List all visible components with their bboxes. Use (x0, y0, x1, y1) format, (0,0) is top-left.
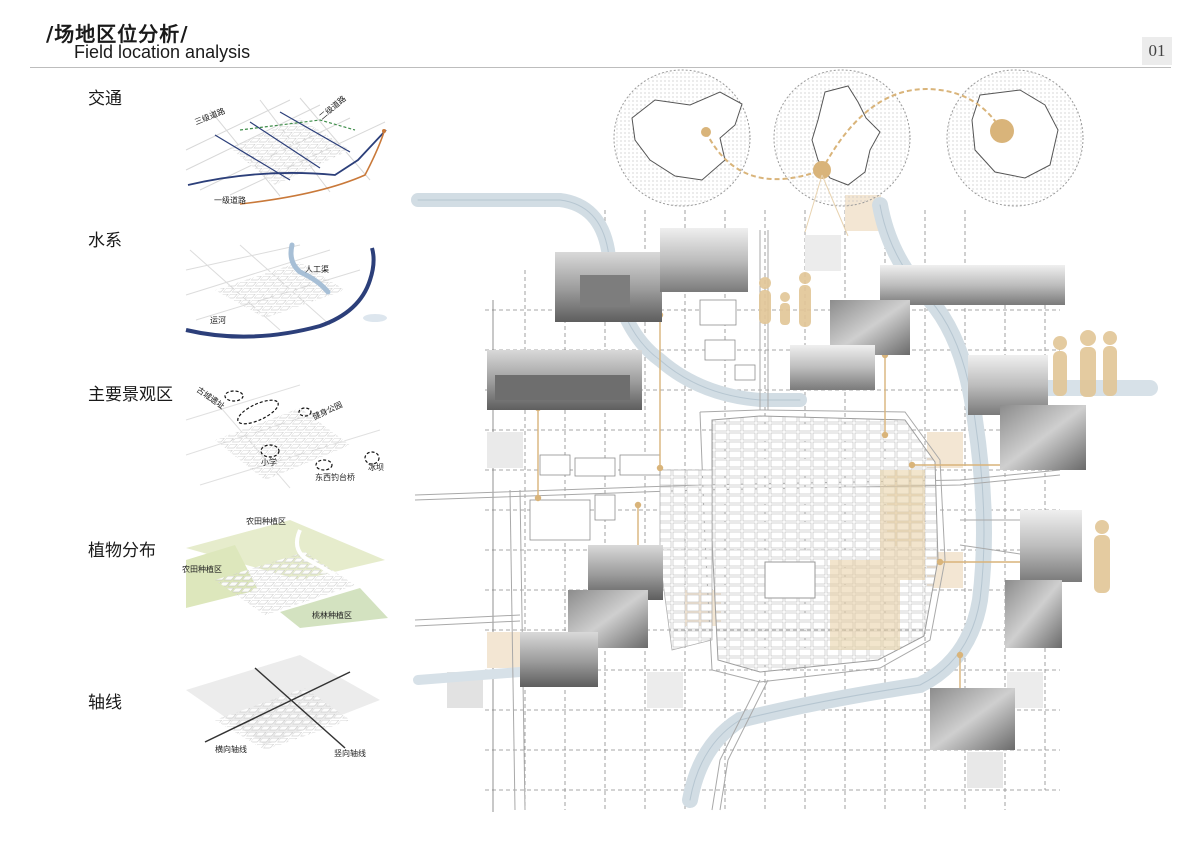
label-peach-grove: 桃林种植区 (312, 610, 352, 620)
label-bridge: 东西钓台桥 (315, 472, 355, 482)
header-divider (30, 67, 1171, 68)
label-artificial-canal: 人工渠 (305, 264, 329, 274)
silhouette-group-east (1053, 330, 1117, 397)
photo-canal-edge (930, 688, 1015, 750)
axis-diagram: 横向轴线 竖向轴线 (186, 655, 380, 758)
page-number: 01 (1142, 37, 1172, 65)
label-ice-dam: 冰坝 (368, 462, 384, 472)
locator-projection (804, 174, 849, 237)
photo-riverbank-path (1005, 580, 1062, 648)
water-diagram: 人工渠 运河 (185, 242, 387, 339)
locator-country (613, 69, 751, 207)
vegetation-diagram: 农田种植区 农田种植区 桃林种植区 (182, 516, 388, 628)
silhouette-elder (1094, 520, 1110, 593)
people-silhouettes (759, 272, 1117, 593)
label-canal: 运河 (210, 315, 226, 325)
axis-heading: 轴线 (88, 693, 122, 713)
photo-bridge (1000, 405, 1086, 470)
page-title: /场地区位分析/ (46, 22, 189, 46)
locator-link-path (705, 88, 1003, 181)
photo-waste-ground (520, 632, 598, 687)
photo-pipes (790, 345, 875, 390)
vegetation-heading: 植物分布 (88, 541, 156, 561)
regional-locator (613, 69, 1084, 237)
locator-county (946, 69, 1084, 207)
traffic-heading: 交通 (88, 89, 122, 109)
water-heading: 水系 (88, 231, 122, 251)
photo-tree-lane (1020, 510, 1082, 582)
photo-bare-trees (660, 228, 748, 292)
label-vertical-axis: 竖向轴线 (334, 748, 366, 758)
northwest-buildings (529, 299, 756, 541)
label-farmland-west: 农田种植区 (182, 564, 222, 574)
town-gold-highlight (830, 470, 925, 650)
label-horizontal-axis: 横向轴线 (215, 744, 247, 754)
page-subtitle: Field location analysis (74, 42, 251, 62)
label-school: 小学 (261, 457, 277, 467)
town-west-blocks (659, 469, 713, 651)
silhouette-group-north (759, 272, 811, 327)
landscape-heading: 主要景观区 (88, 385, 173, 405)
school-field (764, 561, 816, 599)
site-photos (487, 228, 1086, 750)
label-primary-road: 一级道路 (214, 195, 246, 205)
locator-province (773, 69, 911, 207)
photo-street-view (880, 265, 1065, 305)
label-farmland-north: 农田种植区 (246, 516, 286, 526)
